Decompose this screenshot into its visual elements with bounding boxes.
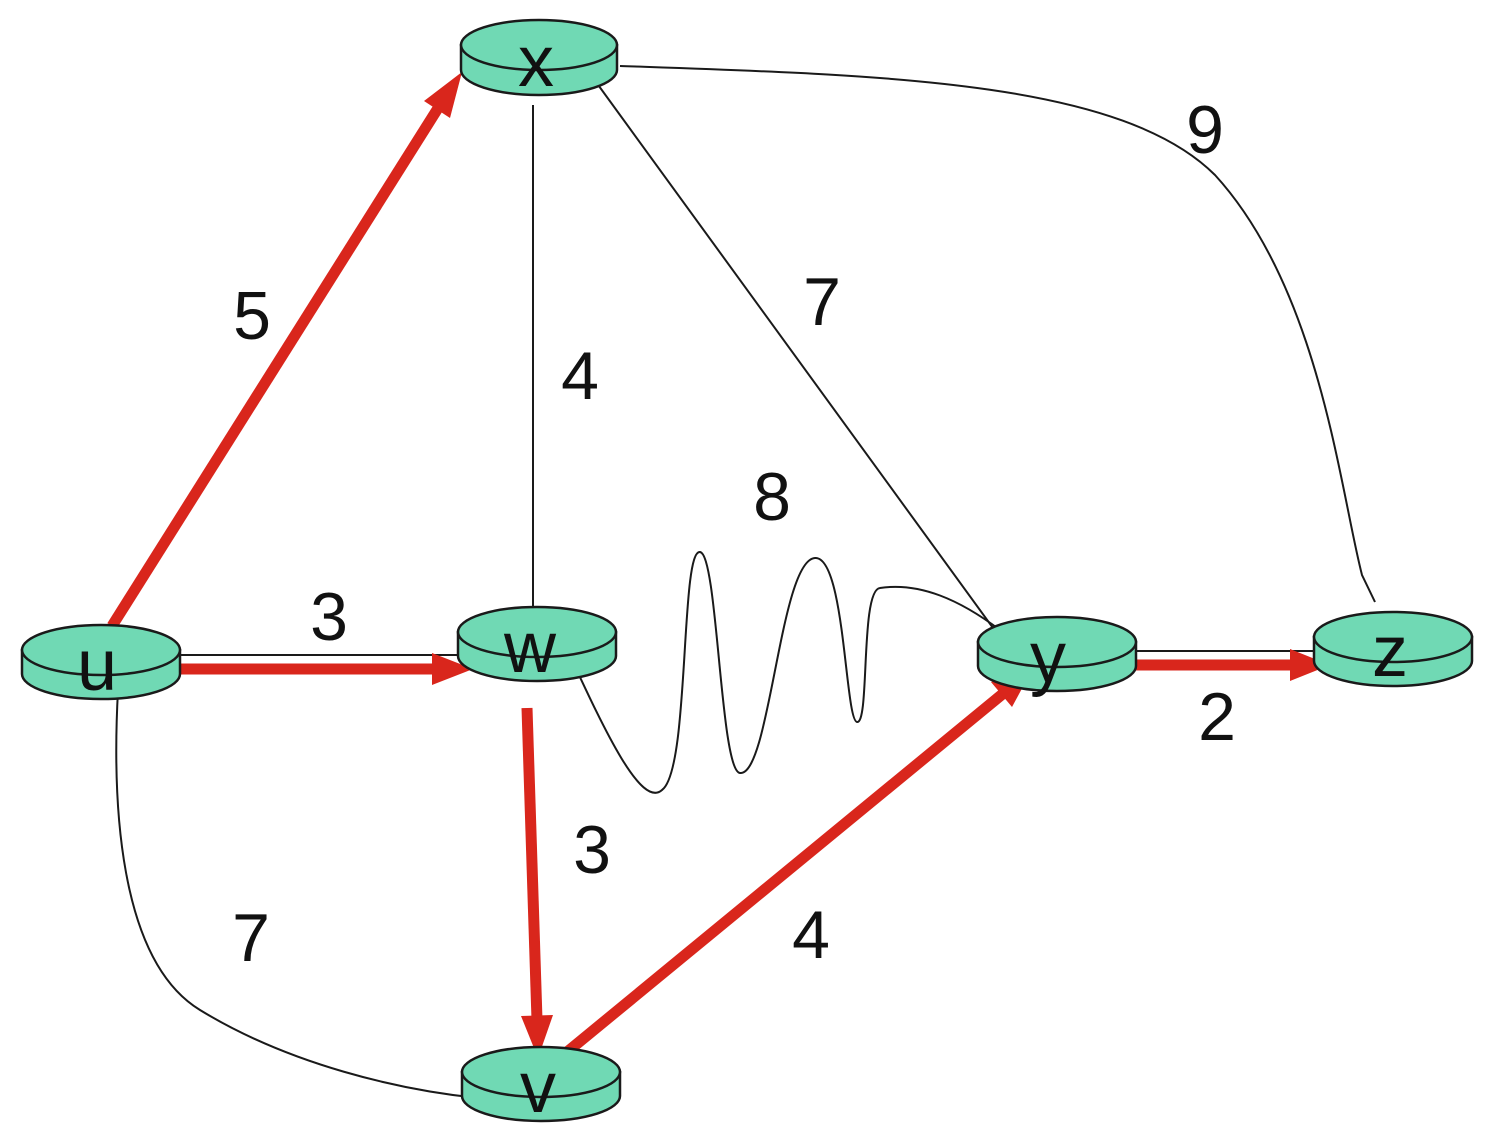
tree-edge-w-v [521, 707, 543, 1021]
weight-w-y: 8 [753, 459, 791, 535]
arrowhead-y-z [1290, 649, 1330, 681]
tree-edge-v-y [529, 687, 1009, 1085]
node-label-y: y [1030, 618, 1066, 698]
router-node-x: x [459, 18, 619, 102]
router-node-y: y [976, 615, 1138, 698]
edge-u-v [115, 689, 479, 1099]
tree-edges [107, 72, 1330, 1085]
node-label-z: z [1372, 612, 1408, 692]
router-node-w: w [456, 605, 618, 688]
router-node-u: u [20, 623, 182, 706]
router-node-v: v [460, 1045, 622, 1128]
node-label-v: v [520, 1048, 556, 1128]
edge-weights: 5 3 7 4 7 9 8 3 4 2 [232, 92, 1236, 976]
node-label-x: x [518, 22, 554, 102]
node-label-w: w [503, 608, 557, 688]
weight-x-z: 9 [1186, 92, 1224, 168]
weight-u-v: 7 [232, 900, 270, 976]
weight-u-x: 5 [233, 278, 271, 354]
weight-x-w: 4 [561, 338, 599, 414]
weight-u-w: 3 [310, 579, 348, 655]
edge-w-y [564, 550, 1001, 794]
weight-y-z: 2 [1198, 679, 1236, 755]
tree-edge-u-x [107, 102, 445, 629]
plain-edges [115, 47, 1376, 1099]
weight-v-y: 4 [792, 897, 830, 973]
weight-x-y: 7 [803, 264, 841, 340]
arrowhead-u-w [432, 653, 473, 685]
router-node-z: z [1312, 610, 1474, 692]
arrowhead-u-x [424, 72, 462, 118]
arrowhead-w-v [521, 1015, 553, 1058]
edge-x-y [564, 47, 1026, 673]
node-label-u: u [77, 626, 117, 706]
edge-x-z [619, 65, 1376, 603]
weight-w-v: 3 [573, 812, 611, 888]
